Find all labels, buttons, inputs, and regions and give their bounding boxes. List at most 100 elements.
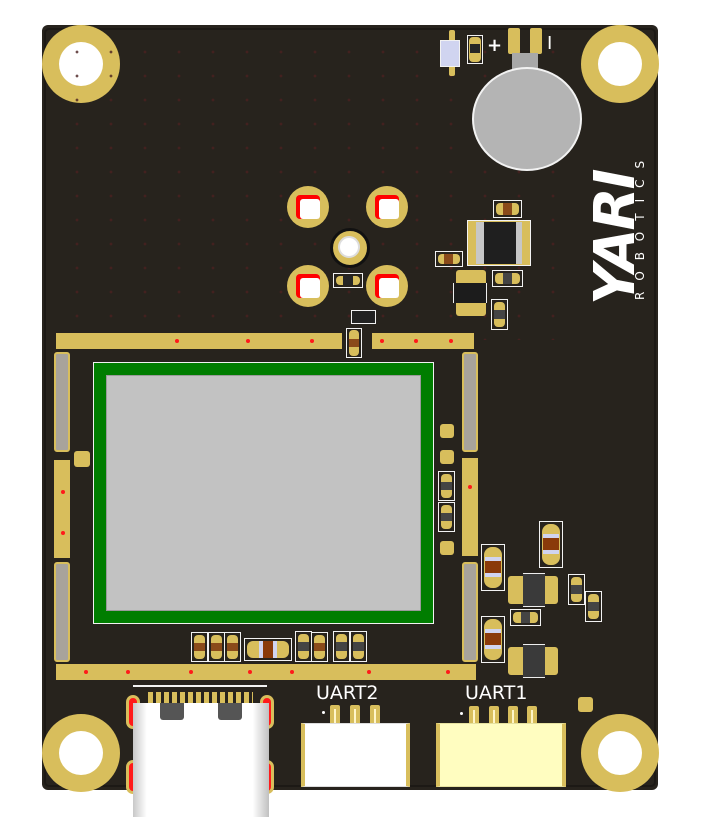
via-red: [248, 670, 252, 674]
via-red: [189, 670, 193, 674]
via-red: [367, 670, 371, 674]
resistor-body: [470, 44, 480, 53]
cap-silk-big: [539, 521, 563, 568]
uart1-pin: [527, 706, 537, 728]
via-red: [414, 339, 418, 343]
side-filter-left-bottom: [54, 562, 70, 662]
ic-chip-1: [523, 573, 545, 607]
mounting-hole-top-right: [581, 25, 659, 103]
cap-silk-3: [435, 251, 463, 267]
via-red: [175, 339, 179, 343]
resistor-body-6: [521, 612, 530, 623]
cap-body-row: [211, 643, 222, 651]
resistor-body-3: [494, 310, 505, 319]
resistor-silk-6: [510, 609, 541, 626]
brand-subtitle: ROBOTICS: [633, 149, 647, 300]
resistor-body-5: [441, 513, 452, 521]
resistor-silk: [467, 35, 483, 64]
cap-body-row: [314, 643, 325, 651]
cap-body-big: [485, 629, 501, 649]
resistor-silk-4: [438, 471, 455, 501]
uart2-pin: [350, 705, 360, 727]
side-strip-right: [462, 458, 478, 556]
usb-silk-line: [133, 685, 267, 687]
test-pad: [440, 450, 454, 464]
uart2-pin: [370, 705, 380, 727]
antenna-pad-tr: [366, 186, 408, 228]
antenna-center-hole: [338, 236, 360, 258]
resistor-body-2: [503, 273, 512, 284]
ground-strip-top-left: [56, 333, 342, 349]
test-pad: [74, 451, 90, 467]
via-red: [380, 339, 384, 343]
ground-strip-bottom: [56, 664, 476, 680]
cap-silk-big: [481, 616, 505, 663]
cap-body-big: [543, 534, 559, 554]
buzzer-plus-label: +: [487, 35, 503, 56]
resistor-body-4: [441, 482, 452, 490]
usb-latch: [160, 703, 184, 720]
resistor-silk-row: [350, 631, 367, 662]
via-red: [290, 670, 294, 674]
test-pad: [440, 541, 454, 555]
via-red: [446, 670, 450, 674]
cap-silk-row: [191, 632, 208, 662]
side-filter-left-top: [54, 352, 70, 452]
via-red: [61, 531, 65, 535]
resistor-body-row: [298, 642, 309, 651]
uart1-connector[interactable]: [436, 723, 566, 787]
via-red: [84, 670, 88, 674]
side-filter-right-bottom: [462, 562, 478, 662]
resistor-silk-5: [438, 502, 455, 532]
via-red: [126, 670, 130, 674]
via-red: [449, 339, 453, 343]
cap-silk-2: [493, 200, 522, 218]
via-red: [310, 339, 314, 343]
smd-body: [343, 276, 353, 285]
buzzer-minus-label: I: [547, 33, 553, 54]
resistor-body-7: [571, 585, 582, 594]
resistor-body-row: [336, 642, 347, 651]
via-red: [61, 490, 65, 494]
via-red: [246, 339, 250, 343]
cap-body-2: [503, 203, 512, 215]
ic-chip-2: [523, 644, 545, 678]
cap-silk-big: [481, 544, 505, 591]
resistor-body-row: [353, 642, 364, 651]
via-red: [468, 485, 472, 489]
buzzer-body: [472, 67, 582, 171]
regulator-ic: [453, 283, 487, 303]
smd-dark: [351, 310, 376, 324]
uart2-connector[interactable]: [301, 723, 410, 787]
mounting-hole-bottom-right: [581, 714, 659, 792]
pin1-marker: [460, 712, 463, 715]
cap-body: [349, 339, 359, 347]
cap-silk-large: [244, 638, 292, 661]
module-shield-can: [106, 375, 421, 611]
resistor-silk-7: [568, 574, 585, 605]
usb-latch: [218, 703, 242, 720]
uart1-pin: [508, 706, 518, 728]
usb-pins: [148, 692, 253, 704]
uart1-pin: [469, 706, 479, 728]
cap-body-3: [444, 254, 453, 264]
resistor-silk-8: [585, 591, 602, 622]
cap-body-large: [259, 641, 277, 658]
cap-body-row: [194, 643, 205, 651]
cap-silk-row: [311, 632, 328, 662]
inductor-core: [484, 222, 516, 264]
led-component: [440, 40, 460, 67]
buzzer-pin-2: [530, 28, 542, 54]
uart2-label: UART2: [316, 682, 379, 704]
buzzer-tab: [512, 53, 538, 69]
uart1-pin: [489, 706, 499, 728]
uart2-pin: [330, 705, 340, 727]
antenna-pad-tl: [287, 186, 329, 228]
pin1-marker: [322, 711, 325, 714]
cap-silk: [346, 328, 362, 358]
side-filter-right-top: [462, 352, 478, 452]
usb-c-connector[interactable]: [133, 703, 269, 817]
side-strip-left: [54, 460, 70, 558]
test-pad: [440, 424, 454, 438]
resistor-silk-2: [492, 270, 523, 287]
